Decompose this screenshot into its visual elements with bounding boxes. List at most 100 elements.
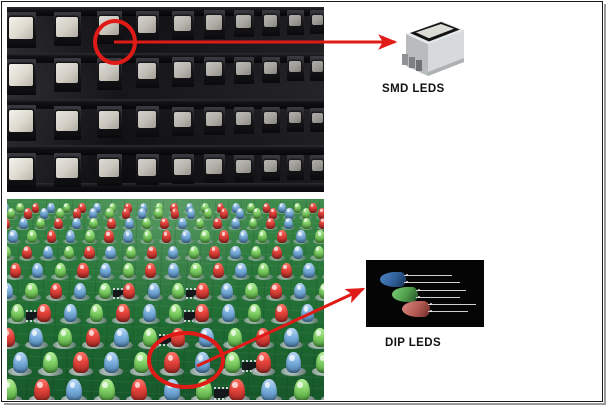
smd-led-chip [138, 159, 156, 176]
dip-led-bulb-green [64, 246, 74, 260]
smd-led-chip [56, 158, 78, 178]
dip-led-bulb-blue [239, 230, 249, 243]
dip-led-bulb-green [294, 203, 302, 213]
dip-led-bulb-green [36, 218, 45, 230]
dip-led-bulb-blue [64, 304, 77, 322]
smd-led-chip [312, 113, 324, 124]
smd-leds-caption: SMD LEDS [382, 83, 445, 95]
dip-led-bulb-red [47, 230, 57, 243]
dip-led-bulb-blue [178, 218, 187, 230]
dip-led-bulb-red [107, 218, 116, 230]
dip-led-bulb-red [277, 230, 287, 243]
smd-led-chip [9, 110, 33, 132]
dip-led-bulb-red [171, 208, 179, 219]
dip-led-bulb-red [37, 304, 50, 322]
dip-led-bulb-red [24, 208, 32, 219]
dip-led-bulb-blue [221, 283, 233, 299]
dip-led-bulb-green [258, 263, 269, 278]
dip-led-bulb-green [105, 208, 113, 219]
dip-led-bulb-blue [261, 379, 277, 400]
dip-leds-caption: DIP LEDS [385, 337, 441, 349]
dip-led-bulb-red [104, 230, 114, 243]
dip-led-bulb-green [200, 230, 210, 243]
dip-led-bulb-red [34, 379, 50, 400]
page-border-shadow-bottom [4, 403, 606, 405]
dip-led-bulb-green [58, 328, 72, 347]
dip-led-bulb-red [209, 246, 219, 260]
smd-led-chip [289, 112, 301, 123]
dip-led-bulb-red [73, 208, 81, 219]
smd-led-chip [99, 63, 119, 81]
dip-led-bulb-blue [222, 304, 235, 322]
dip-led-bulb-green [43, 352, 58, 373]
highlight-ellipse-dip [147, 331, 225, 389]
dip-led-bulb-red [123, 283, 135, 299]
dip-led-bulb-blue [296, 230, 306, 243]
dip-led-bulb-blue [114, 328, 128, 347]
dip-led-bulb-red [318, 208, 324, 219]
dip-led-bulb-blue [286, 352, 301, 373]
dip-led-bulb-red [281, 263, 292, 278]
dip-led-bulb-green [253, 208, 261, 219]
dip-led-bulb-green [99, 379, 115, 400]
smd-led-chip [206, 112, 221, 126]
dip-led-bulb-blue [32, 263, 43, 278]
dip-led-bulb-blue [148, 283, 160, 299]
smd-led-chip [56, 63, 78, 83]
dip-led-bulb-blue [43, 246, 53, 260]
dip-led-bulb-red [319, 218, 324, 230]
dip-led-bulb-blue [66, 230, 76, 243]
dip-led-bulb-green [89, 218, 98, 230]
dip-led-bulb-green [55, 263, 66, 278]
dip-led-bulb-green [294, 379, 310, 400]
dip-led-bulb-red [219, 230, 229, 243]
dip-led-bulb-red [266, 218, 275, 230]
smd-led-chip [236, 15, 250, 28]
dip-led-bulb-red [84, 246, 94, 260]
dip-led-bulb-red [220, 208, 228, 219]
dip-led-bulb-blue [301, 304, 314, 322]
dip-led-bulb-blue [284, 218, 293, 230]
dip-led-bulb-red [196, 283, 208, 299]
dip-led-bulb-green [258, 230, 268, 243]
dip-led-bulb-green [225, 352, 240, 373]
smd-led-chip [312, 15, 324, 26]
dip-led-bulb-red [160, 218, 169, 230]
dip-led-bulb-red [50, 283, 62, 299]
dip-led-bulb-green [7, 208, 15, 219]
dip-led-bulb-green [25, 283, 37, 299]
dip-led-bulb-blue [105, 246, 115, 260]
smd-led-chip [264, 15, 277, 27]
dip-led-bulb-red [256, 352, 271, 373]
dip-led-bulb-red [162, 230, 172, 243]
smd-led-chip [264, 160, 277, 172]
dip-led-bulb-blue [138, 208, 146, 219]
dip-led-bulb-green [190, 263, 201, 278]
dip-led-bulb-green [154, 208, 162, 219]
smd-led-chip [138, 111, 156, 128]
smd-led-package-drawing [398, 10, 476, 80]
smd-led-chip [312, 160, 324, 171]
smd-led-chip [174, 62, 191, 78]
dip-led-bulb-red [131, 379, 147, 400]
smd-led-chip [99, 159, 119, 177]
dip-led-bulb-blue [284, 328, 298, 347]
dip-led-bulb-green [315, 230, 324, 243]
dip-led-bulb-red [122, 208, 130, 219]
smd-led-chip [206, 15, 221, 29]
smd-led-chip [9, 17, 33, 39]
smd-led-chip [56, 111, 78, 131]
smd-led-chip [138, 16, 156, 33]
smd-led-chip [206, 159, 221, 173]
dip-led-bulb-red [213, 218, 222, 230]
dip-led-bulb-green [16, 203, 24, 213]
smd-led-chip [289, 61, 301, 72]
dip-led-bulb-red [147, 246, 157, 260]
dip-led-bulb-green [56, 208, 64, 219]
dip-led-bulb-blue [143, 304, 156, 322]
dip-led-bulb-red [309, 203, 317, 213]
dip-led-bulb-green [314, 246, 324, 260]
dip-led-bulb-red [54, 218, 63, 230]
dip-led-bulb-green [169, 304, 182, 322]
